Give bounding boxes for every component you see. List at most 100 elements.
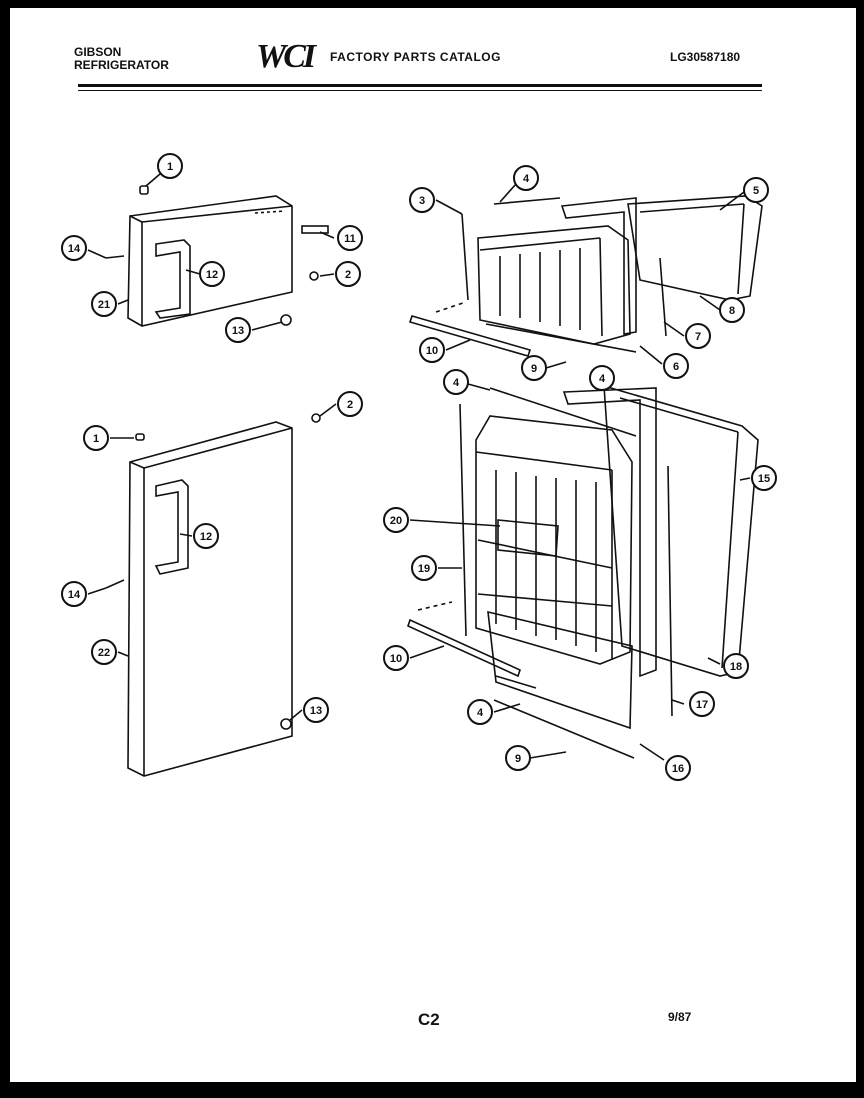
callout-label: 13 [232, 325, 244, 337]
callout-label: 1 [93, 433, 99, 445]
callout-label: 9 [531, 363, 537, 375]
callout-label: 5 [753, 185, 759, 197]
plug-1-lower [135, 433, 145, 441]
callout-label: 19 [418, 563, 430, 575]
callout-20: 20 [383, 507, 409, 533]
callout-label: 20 [390, 515, 402, 527]
callout-4: 4 [589, 365, 615, 391]
callout-8: 8 [719, 297, 745, 323]
callout-circle [383, 507, 409, 533]
callout-label: 21 [98, 299, 110, 311]
callout-label: 2 [347, 399, 353, 411]
callout-17: 17 [689, 691, 715, 717]
callout-13: 13 [303, 697, 329, 723]
callout-4: 4 [467, 699, 493, 725]
brand-line-2: REFRIGERATOR [74, 58, 169, 72]
callout-2: 2 [335, 261, 361, 287]
callout-label: 14 [68, 243, 81, 255]
callout-circle [409, 187, 435, 213]
callout-circle [91, 639, 117, 665]
callout-circle [719, 297, 745, 323]
callout-label: 4 [477, 707, 484, 719]
bushing-2-upper [309, 271, 319, 281]
handle-12-lower [154, 479, 189, 575]
callout-circle [443, 369, 469, 395]
revision-date: 9/87 [668, 1010, 692, 1024]
callout-5: 5 [743, 177, 769, 203]
handle-12-upper [154, 239, 191, 319]
callout-label: 22 [98, 647, 110, 659]
fresh-food-liner-assembly [407, 384, 759, 759]
callout-circle [505, 745, 531, 771]
callout-circle [383, 645, 409, 671]
callout-label: 10 [390, 653, 402, 665]
hinge-pin-13-upper [280, 314, 292, 326]
callout-4: 4 [513, 165, 539, 191]
callout-label: 13 [310, 705, 322, 717]
brand-block: GIBSON REFRIGERATOR [74, 46, 169, 72]
callout-label: 12 [200, 531, 212, 543]
callout-3: 3 [409, 187, 435, 213]
callout-9: 9 [505, 745, 531, 771]
callout-label: 11 [344, 233, 356, 245]
callout-circle [689, 691, 715, 717]
callout-6: 6 [663, 353, 689, 379]
callout-circle [589, 365, 615, 391]
callout-circle [513, 165, 539, 191]
callout-circle [337, 225, 363, 251]
callout-label: 9 [515, 753, 521, 765]
callout-label: 3 [419, 195, 425, 207]
screw-14-lower [105, 579, 125, 589]
callout-1: 1 [83, 425, 109, 451]
callout-circle [61, 581, 87, 607]
callout-circle [199, 261, 225, 287]
plug-1-upper [139, 185, 149, 195]
callout-10: 10 [419, 337, 445, 363]
callout-label: 7 [695, 331, 701, 343]
callout-circle [83, 425, 109, 451]
callout-14: 14 [61, 581, 87, 607]
callout-circle [335, 261, 361, 287]
screw-14-upper [105, 255, 125, 259]
callout-label: 2 [345, 269, 351, 281]
callout-7: 7 [685, 323, 711, 349]
callout-circle [225, 317, 251, 343]
callout-circle [157, 153, 183, 179]
catalog-title: FACTORY PARTS CATALOG [330, 50, 501, 64]
callout-circle [665, 755, 691, 781]
callout-label: 8 [729, 305, 735, 317]
brand-line-1: GIBSON [74, 45, 122, 59]
bushing-2-lower [311, 413, 321, 423]
callout-11: 11 [337, 225, 363, 251]
part-number: LG30587180 [670, 50, 741, 64]
callout-label: 1 [167, 161, 173, 173]
callout-label: 14 [68, 589, 81, 601]
callout-circle [663, 353, 689, 379]
fresh-food-door-22 [127, 421, 293, 777]
header-rule-thick [78, 84, 762, 87]
callout-label: 17 [696, 699, 708, 711]
page-code: C2 [418, 1010, 440, 1029]
callout-4: 4 [443, 369, 469, 395]
callout-circle [419, 337, 445, 363]
callout-1: 1 [157, 153, 183, 179]
callout-circle [193, 523, 219, 549]
hinge-pin-13-lower [280, 718, 292, 730]
callout-label: 4 [453, 377, 460, 389]
freezer-door-21 [127, 195, 293, 327]
callout-circle [743, 177, 769, 203]
callout-19: 19 [411, 555, 437, 581]
callout-21: 21 [91, 291, 117, 317]
callout-label: 6 [673, 361, 679, 373]
callout-circle [685, 323, 711, 349]
wci-logo: WCI [256, 38, 316, 75]
callout-label: 18 [730, 661, 742, 673]
callout-circle [411, 555, 437, 581]
callout-14: 14 [61, 235, 87, 261]
header-rule-thin [78, 90, 762, 91]
callout-circle [751, 465, 777, 491]
callout-circle [337, 391, 363, 417]
parts-diagram-sheet [10, 8, 856, 1082]
callout-circle [61, 235, 87, 261]
